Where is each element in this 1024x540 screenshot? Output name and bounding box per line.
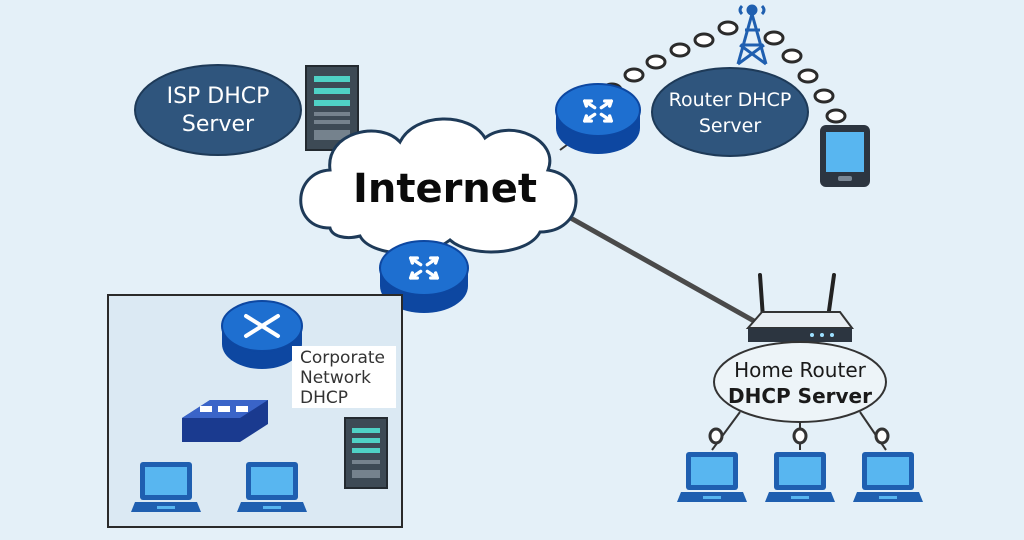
isp-label-line2: Server (182, 112, 255, 137)
home-label-line1: Home Router (734, 358, 866, 382)
router-label-line2: Server (699, 115, 761, 137)
home-links (708, 411, 890, 451)
corp-label-line2: Network (300, 368, 371, 388)
home-label-line2: DHCP Server (728, 384, 872, 408)
corporate-router-icon (221, 300, 303, 369)
corporate-dhcp-label: Corporate Network DHCP (292, 346, 396, 408)
wireless-chain (601, 20, 847, 124)
cell-tower-icon (736, 4, 768, 66)
home-laptop-2-icon (765, 452, 835, 502)
internet-label: Internet (353, 166, 537, 212)
corporate-server-tower-icon (344, 417, 388, 489)
isp-dhcp-server-label: ISP DHCP Server (134, 64, 302, 156)
corporate-switch-icon (182, 400, 268, 442)
internet-to-home-link (558, 209, 772, 333)
corp-label-line3: DHCP (300, 388, 348, 408)
home-laptop-3-icon (853, 452, 923, 502)
internet-cloud: Internet (299, 117, 578, 255)
home-laptop-1-icon (677, 452, 747, 502)
isp-label-line1: ISP DHCP (167, 84, 270, 109)
corp-label-line1: Corporate (300, 348, 385, 368)
isp-router-icon (555, 83, 641, 154)
corporate-laptop-2-icon (237, 462, 307, 512)
router-label-line1: Router DHCP (669, 89, 792, 111)
home-wifi-router-icon (745, 273, 854, 342)
home-router-dhcp-label: Home Router DHCP Server (713, 341, 887, 423)
router-dhcp-server-label: Router DHCP Server (651, 67, 809, 157)
mobile-phone-icon (820, 125, 870, 187)
corporate-laptop-1-icon (131, 462, 201, 512)
